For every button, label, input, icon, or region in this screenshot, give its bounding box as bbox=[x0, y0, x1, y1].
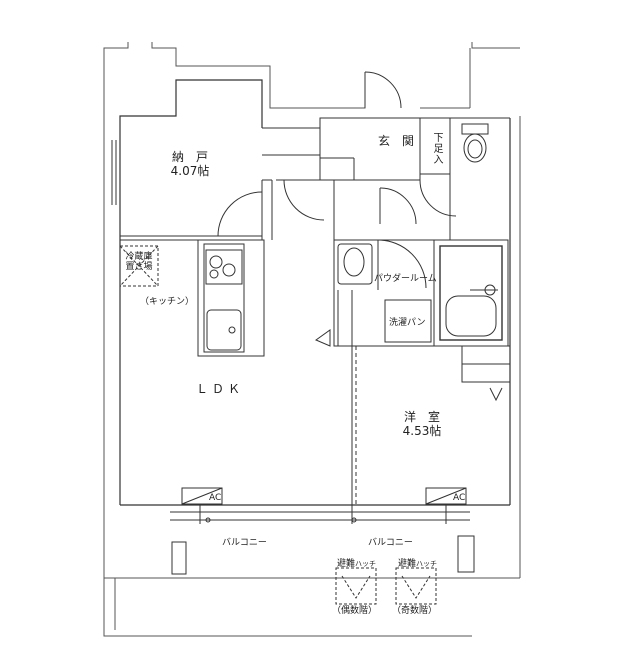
hatch-left-sub-text: ハッチ bbox=[355, 560, 377, 568]
kitchen-counter bbox=[197, 239, 265, 357]
balcony-right-label: バルコニー bbox=[368, 538, 413, 548]
door-swings bbox=[217, 71, 457, 290]
evac-hatch-right bbox=[395, 567, 437, 605]
western-room-label: 洋 室 4.53帖 bbox=[392, 410, 452, 438]
hatch-right-sub-text: ハッチ bbox=[416, 560, 438, 568]
unit-outline bbox=[119, 79, 511, 506]
western-closet bbox=[461, 345, 511, 402]
ldk-label: ＬＤＫ bbox=[196, 382, 245, 396]
balcony-windows bbox=[170, 504, 470, 524]
storage-walls bbox=[111, 127, 320, 241]
ac-units bbox=[181, 487, 467, 505]
evac-hatch-left bbox=[335, 567, 377, 605]
storage-label: 納 戸 4.07帖 bbox=[160, 150, 220, 178]
outer-walls bbox=[103, 42, 521, 637]
storage-name: 納 戸 bbox=[171, 150, 208, 164]
powder-room bbox=[333, 239, 509, 347]
western-room-name: 洋 室 bbox=[403, 410, 440, 424]
hatch-left-title: 避難ハッチ bbox=[337, 559, 376, 569]
hatch-right-title-text: 避難 bbox=[398, 559, 417, 569]
kitchen-label: （キッチン） bbox=[140, 297, 195, 307]
fridge-line1: 冷蔵庫 bbox=[125, 252, 153, 262]
western-room-area: 4.53帖 bbox=[402, 424, 442, 438]
partition-walls bbox=[314, 180, 510, 505]
hatch-left-note: （偶数階） bbox=[332, 606, 378, 616]
ac-right-label: AC bbox=[453, 493, 466, 503]
hatch-right-note: （奇数階） bbox=[392, 606, 438, 616]
balcony-left-label: バルコニー bbox=[222, 538, 267, 548]
washer-label: 洗濯パン bbox=[389, 318, 426, 328]
shoe-box-label: 下足入 bbox=[431, 132, 442, 165]
toilet bbox=[461, 123, 489, 163]
powder-room-label: パウダールーム bbox=[374, 274, 437, 284]
balcony-units bbox=[171, 535, 475, 575]
storage-area: 4.07帖 bbox=[170, 164, 210, 178]
ac-left-label: AC bbox=[209, 493, 222, 503]
fridge-space bbox=[119, 245, 159, 287]
entrance-walls bbox=[276, 117, 510, 240]
hatch-left-title-text: 避難 bbox=[337, 559, 356, 569]
hatch-right-title: 避難ハッチ bbox=[398, 559, 437, 569]
fridge-label: 冷蔵庫 置き場 bbox=[121, 252, 157, 272]
entrance-label: 玄 関 bbox=[378, 134, 415, 148]
fridge-line2: 置き場 bbox=[125, 262, 153, 272]
